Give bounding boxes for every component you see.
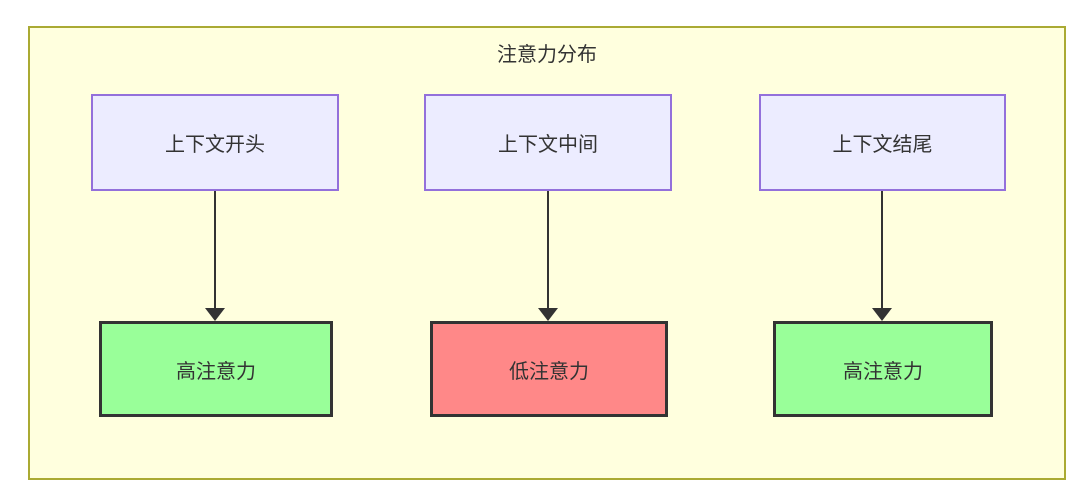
node-high-attention-2: 高注意力 <box>773 321 993 417</box>
node-context-middle-label: 上下文中间 <box>498 134 598 156</box>
node-high-attention-1: 高注意力 <box>99 321 333 417</box>
arrow-middle-to-low <box>538 191 558 321</box>
node-context-beginning-label: 上下文开头 <box>165 134 265 156</box>
diagram-title: 注意力分布 <box>497 44 597 66</box>
node-high-attention-2-label: 高注意力 <box>843 360 923 383</box>
attention-distribution-subgraph: 注意力分布 上下文开头 高注意力 上下文中间 低注意力 上下文结尾 <box>28 26 1066 480</box>
node-low-attention: 低注意力 <box>430 321 668 417</box>
arrow-head-icon <box>538 308 558 321</box>
node-context-end-label: 上下文结尾 <box>832 134 933 156</box>
arrow-head-icon <box>872 308 892 321</box>
node-high-attention-1-label: 高注意力 <box>176 360 256 383</box>
arrow-line <box>214 191 216 308</box>
node-low-attention-label: 低注意力 <box>509 360 589 383</box>
arrow-line <box>881 191 883 308</box>
arrow-beginning-to-high <box>205 191 225 321</box>
node-context-middle: 上下文中间 <box>424 94 672 191</box>
arrow-head-icon <box>205 308 225 321</box>
node-context-end: 上下文结尾 <box>759 94 1006 191</box>
arrow-end-to-high <box>872 191 892 321</box>
node-context-beginning: 上下文开头 <box>91 94 339 191</box>
arrow-line <box>547 191 549 308</box>
